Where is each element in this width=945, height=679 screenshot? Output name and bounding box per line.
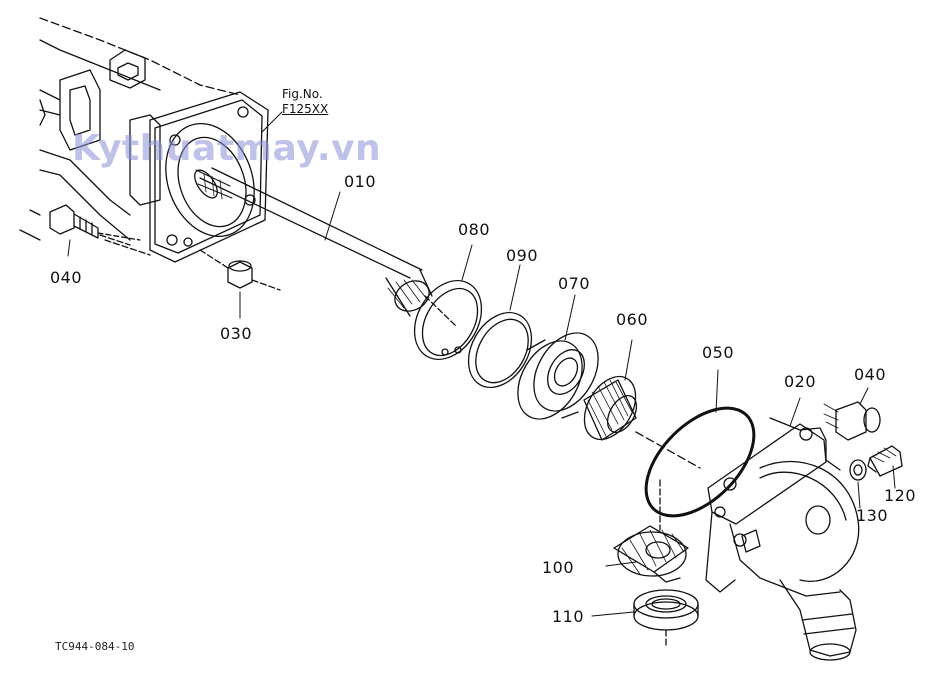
snap-ring-080 [413, 244, 483, 360]
part-label-070: 070 [558, 274, 591, 293]
ring-090 [467, 264, 533, 389]
part-label-080: 080 [458, 220, 491, 239]
bearing-070 [517, 294, 599, 420]
plug-040-left [49, 204, 141, 257]
part-label-030: 030 [220, 324, 253, 343]
gear-case-020 [705, 397, 860, 661]
figure-number: F125XX [282, 102, 329, 116]
part-label-120: 120 [884, 486, 917, 505]
part-label-060: 060 [616, 310, 649, 329]
part-label-050: 050 [702, 343, 735, 362]
part-label-130: 130 [856, 506, 889, 525]
bearing-110 [591, 589, 699, 646]
part-label-010: 010 [344, 172, 377, 191]
part-label-100: 100 [542, 558, 575, 577]
plug-040-right [823, 387, 881, 441]
bevel-gear-100 [605, 479, 689, 583]
part-label-090: 090 [506, 246, 539, 265]
part-label-040-right: 040 [854, 365, 887, 384]
pin-030 [199, 249, 281, 319]
figure-label: Fig.No. [282, 87, 323, 101]
fig-leader-line [261, 111, 283, 133]
watermark-text: Kythuatmay.vn [72, 128, 382, 169]
shaft-010 [194, 167, 457, 327]
part-label-040-left: 040 [50, 268, 83, 287]
o-ring-050 [644, 369, 756, 518]
part-label-020: 020 [784, 372, 817, 391]
washer-130 [849, 459, 867, 509]
bolt-120 [867, 445, 903, 489]
part-label-110: 110 [552, 607, 585, 626]
drawing-code: TC944-084-10 [55, 640, 135, 653]
bevel-gear-060 [583, 339, 701, 469]
figure-reference: Fig.No. F125XX [282, 87, 328, 117]
transmission-housing [19, 17, 269, 263]
